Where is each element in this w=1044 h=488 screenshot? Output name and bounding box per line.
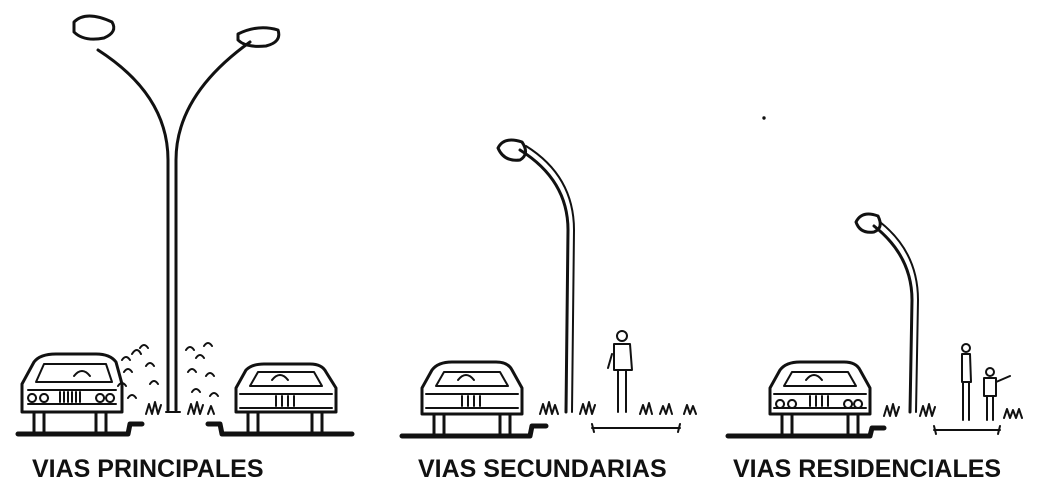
- panel-secundarias: [399, 138, 697, 439]
- road-surface: [399, 423, 549, 439]
- car-front-view: [234, 362, 338, 434]
- lamp-pole: [518, 148, 570, 414]
- lamp-pole: [872, 224, 914, 414]
- road-surface-right: [205, 421, 355, 437]
- lamp-head-right: [236, 26, 281, 48]
- panel-residenciales: [725, 116, 1023, 439]
- car-front-view: [20, 352, 124, 434]
- grass: [883, 403, 1023, 419]
- caption-vias-residenciales: VIAS RESIDENCIALES: [733, 455, 1002, 483]
- road-surface: [725, 425, 887, 439]
- caption-vias-principales: VIAS PRINCIPALES: [32, 455, 264, 483]
- stray-dot: [762, 116, 766, 120]
- panel-principales: [15, 14, 355, 437]
- road-surface-left: [15, 421, 145, 437]
- grass: [539, 401, 697, 415]
- pedestrian: [607, 330, 633, 413]
- pedestrian: [983, 367, 1011, 421]
- pedestrian: [961, 343, 972, 421]
- lamp-head-left: [72, 14, 116, 41]
- double-arm-street-lamp: [72, 14, 281, 413]
- single-arm-street-lamp: [496, 138, 575, 414]
- caption-vias-secundarias: VIAS SECUNDARIAS: [418, 455, 667, 483]
- single-arm-street-lamp: [854, 212, 919, 414]
- car-front-view: [420, 360, 524, 436]
- lamp-pole: [96, 48, 170, 412]
- lamp-head: [496, 138, 527, 162]
- car-front-view: [768, 360, 872, 436]
- lamp-head: [854, 212, 882, 234]
